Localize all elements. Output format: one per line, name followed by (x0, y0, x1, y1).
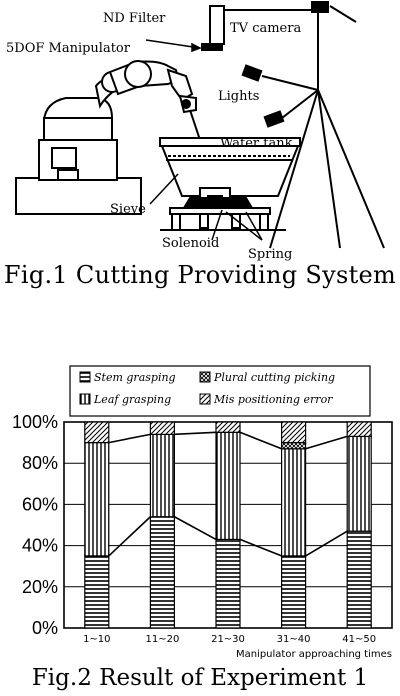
trend-line-2-4 (305, 435, 348, 450)
legend-label-mis: Mis positioning error (213, 393, 333, 406)
trend-line-1-3 (239, 538, 282, 557)
legend: Stem grasping Plural cutting picking Lea… (69, 365, 371, 417)
y-tick-label: 60% (22, 494, 58, 514)
leader-lines (145, 39, 263, 241)
x-tick-label: 11~20 (145, 634, 179, 645)
figure-1-caption: Fig.1 Cutting Providing System (3, 261, 397, 289)
bar-mis-positioning-error-4 (281, 421, 307, 444)
trend-line-2-1 (108, 433, 151, 444)
cutting-system-diagram: ND Filter TV camera 5DOF Manipulator Lig… (6, 1, 385, 262)
trend-lines (108, 431, 348, 557)
bar-mis-positioning-error-2 (149, 421, 175, 435)
bar-leaf-grasping-3 (215, 431, 241, 541)
tv-camera-label: TV camera (230, 21, 301, 36)
sieve-label: Sieve (110, 202, 146, 217)
x-tick-labels: 1~10 11~20 21~30 31~40 41~50 (83, 634, 376, 645)
water-tank-label: Water tank (220, 136, 293, 151)
legend-swatch-mis (199, 393, 211, 405)
bar-plural-cutting-picking-4 (281, 441, 307, 450)
x-tick-label: 41~50 (342, 634, 376, 645)
figure-2-caption: Fig.2 Result of Experiment 1 (31, 665, 369, 691)
water-tank-drawing (159, 137, 301, 231)
trend-line-1-2 (174, 516, 217, 541)
bar-mis-positioning-error-5 (346, 421, 372, 438)
experiment-chart: 0% 20% 40% 60% 80% 100% 1~10 11~20 21~30 31~40 41… (12, 365, 393, 660)
y-tick-label: 80% (22, 453, 58, 473)
solenoid-label: Solenoid (162, 236, 219, 251)
bar-stem-grasping-4 (281, 555, 307, 629)
trend-line-2-3 (239, 431, 282, 450)
legend-swatch-leaf (79, 393, 91, 405)
x-tick-label: 1~10 (83, 634, 110, 645)
bars (84, 421, 372, 629)
x-tick-label: 21~30 (211, 634, 245, 645)
spring-label: Spring (248, 247, 292, 262)
y-tick-label: 100% (12, 412, 58, 432)
bar-leaf-grasping-2 (149, 433, 175, 518)
bar-stem-grasping-2 (149, 516, 175, 629)
manipulator-drawing (15, 60, 201, 215)
legend-swatch-stem (79, 371, 91, 383)
legend-swatch-plural (199, 371, 211, 383)
y-tick-labels: 0% 20% 40% 60% 80% 100% (12, 412, 58, 638)
bar-leaf-grasping-1 (84, 441, 110, 557)
x-axis-label: Manipulator approaching times (236, 649, 392, 660)
bar-stem-grasping-5 (346, 530, 372, 629)
legend-label-leaf: Leaf grasping (93, 393, 171, 406)
trend-line-2-2 (174, 431, 217, 436)
lights-label: Lights (218, 89, 259, 104)
y-tick-label: 20% (22, 577, 58, 597)
bar-leaf-grasping-5 (346, 435, 372, 532)
manipulator-label: 5DOF Manipulator (6, 41, 131, 56)
bar-leaf-grasping-4 (281, 448, 307, 557)
bar-mis-positioning-error-3 (215, 421, 241, 433)
bar-stem-grasping-1 (84, 555, 110, 629)
x-tick-label: 31~40 (277, 634, 311, 645)
trend-line-1-4 (305, 530, 348, 557)
legend-label-plural: Plural cutting picking (213, 371, 335, 384)
y-tick-label: 0% (32, 618, 58, 638)
tv-camera-drawing (201, 1, 385, 249)
bar-stem-grasping-3 (215, 538, 241, 629)
legend-label-stem: Stem grasping (94, 371, 176, 384)
nd-filter-label: ND Filter (103, 11, 166, 26)
trend-line-1-1 (108, 516, 151, 557)
y-tick-label: 40% (22, 536, 58, 556)
bar-mis-positioning-error-1 (84, 421, 110, 444)
